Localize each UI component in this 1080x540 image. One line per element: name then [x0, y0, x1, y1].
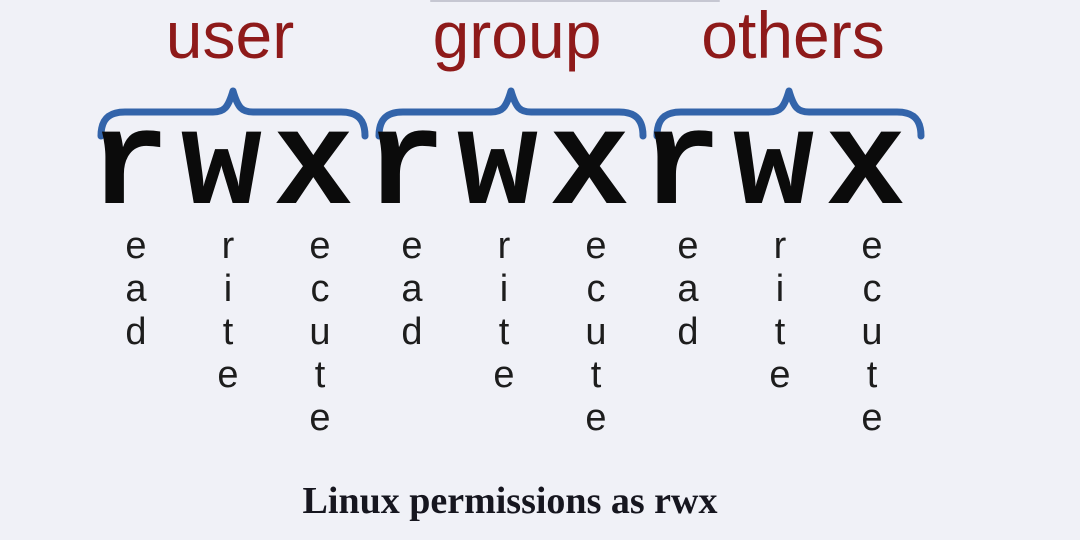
expansion-letter: e — [125, 225, 147, 267]
group-label-user: user — [165, 0, 295, 72]
expansion-letter: c — [586, 268, 606, 310]
expansion-letter: t — [314, 354, 326, 396]
crop-artifact — [430, 0, 720, 2]
expansion-letter: i — [775, 268, 785, 310]
expansion-letter: d — [401, 311, 423, 353]
group-label-group: group — [432, 0, 602, 72]
expansion-letter: t — [498, 311, 510, 353]
expansion-letter: a — [677, 268, 699, 310]
expansion-letter: e — [493, 354, 515, 396]
expansion-letter: e — [677, 225, 699, 267]
expansion-letter: c — [862, 268, 882, 310]
expansion-letter: r — [773, 225, 787, 267]
expansion-letter: u — [861, 311, 883, 353]
expansion-letter: t — [866, 354, 878, 396]
group-label-others: others — [701, 0, 885, 72]
expansion-letter: e — [401, 225, 423, 267]
brace-others — [653, 87, 925, 140]
expansion-letter: i — [499, 268, 509, 310]
expansion-letter: i — [223, 268, 233, 310]
expansion-letter: e — [309, 225, 331, 267]
expansion-letter: r — [497, 225, 511, 267]
expansion-letter: e — [861, 225, 883, 267]
expansion-letter: e — [217, 354, 239, 396]
expansion-letter: t — [774, 311, 786, 353]
permission-string: rwxrwxrwx — [88, 91, 918, 244]
brace-group — [375, 87, 647, 140]
expansion-letter: e — [585, 397, 607, 439]
expansion-letter: a — [401, 268, 423, 310]
expansion-letter: d — [677, 311, 699, 353]
expansion-letter: t — [590, 354, 602, 396]
brace-user — [97, 87, 369, 140]
expansion-letter: e — [769, 354, 791, 396]
expansion-letter: e — [861, 397, 883, 439]
expansion-letter: u — [585, 311, 607, 353]
expansion-letter: a — [125, 268, 147, 310]
expansion-letter: c — [310, 268, 330, 310]
expansion-letter: t — [222, 311, 234, 353]
caption: Linux permissions as rwx — [302, 480, 718, 522]
expansion-letter: e — [309, 397, 331, 439]
expansion-letter: u — [309, 311, 331, 353]
expansion-letter: e — [585, 225, 607, 267]
expansion-letter: r — [221, 225, 235, 267]
expansion-letter: d — [125, 311, 147, 353]
